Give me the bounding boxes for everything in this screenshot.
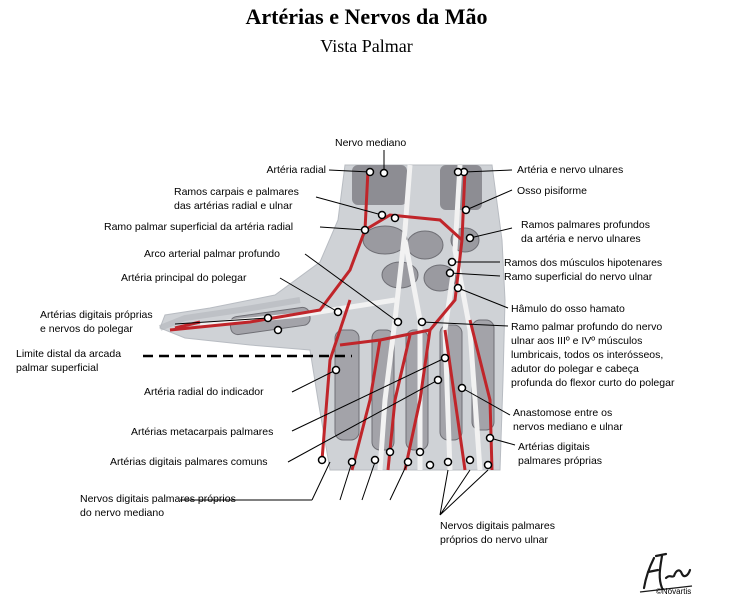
label-nervo-mediano: Nervo mediano xyxy=(335,137,407,149)
label-ramos-carpais-2: das artérias radial e ulnar xyxy=(174,200,293,212)
label-ramos-hipotenares: Ramos dos músculos hipotenares xyxy=(504,257,663,269)
label-digitais-polegar-1: Artérias digitais próprias xyxy=(40,309,153,321)
label-radial-indicador: Artéria radial do indicador xyxy=(144,386,264,398)
diagram-title: Artérias e Nervos da Mão xyxy=(245,4,488,29)
netter-signature-logo xyxy=(639,552,693,593)
label-nervos-ulnar-2: próprios do nervo ulnar xyxy=(440,534,548,546)
label-anastomose-1: Anastomose entre os xyxy=(513,407,613,419)
label-nervos-ulnar-1: Nervos digitais palmares xyxy=(440,520,555,532)
copyright-text: ©Novartis xyxy=(656,587,692,596)
label-nervos-mediano-1: Nervos digitais palmares próprios xyxy=(80,493,236,505)
label-osso-pisiforme: Osso pisiforme xyxy=(517,185,588,197)
label-digitais-proprias-2: palmares próprias xyxy=(518,455,603,467)
label-ramo-superficial: Ramo superficial do nervo ulnar xyxy=(504,271,653,283)
label-ramos-carpais-1: Ramos carpais e palmares xyxy=(174,186,299,198)
label-digitais-comuns: Artérias digitais palmares comuns xyxy=(110,456,268,468)
label-ramos-profundos-1: Ramos palmares profundos xyxy=(521,219,650,231)
label-digitais-proprias-1: Artérias digitais xyxy=(518,441,590,453)
label-anastomose-2: nervos mediano e ulnar xyxy=(513,421,623,433)
label-ramo-profundo-ulnar-2: ulnar aos IIIº e IVº músculos xyxy=(511,335,643,347)
label-ramo-profundo-ulnar-5: profunda do flexor curto do polegar xyxy=(511,377,675,389)
label-limite-1: Limite distal da arcada xyxy=(16,348,122,360)
label-ramo-profundo-ulnar-4: adutor do polegar e cabeça xyxy=(511,363,639,375)
label-ramo-profundo-ulnar-3: lumbricais, todos os interósseos, xyxy=(511,349,664,361)
label-arteria-nervo-ulnares: Artéria e nervo ulnares xyxy=(517,164,624,176)
marker-dots xyxy=(263,167,495,470)
label-hamulo: Hâmulo do osso hamato xyxy=(511,303,625,315)
label-arteria-radial: Artéria radial xyxy=(266,164,326,176)
label-metacarpais: Artérias metacarpais palmares xyxy=(131,426,274,438)
leader-lines xyxy=(174,150,516,516)
label-ramos-profundos-2: da artéria e nervo ulnares xyxy=(521,233,641,245)
arteries xyxy=(169,169,494,471)
label-ramo-palmar-superficial: Ramo palmar superficial da artéria radia… xyxy=(104,221,294,233)
label-principal-polegar: Artéria principal do polegar xyxy=(121,272,247,284)
label-nervos-mediano-2: do nervo mediano xyxy=(80,507,165,519)
label-digitais-polegar-2: e nervos do polegar xyxy=(40,323,133,335)
label-arco-profundo: Arco arterial palmar profundo xyxy=(144,248,280,260)
label-ramo-profundo-ulnar-1: Ramo palmar profundo do nervo xyxy=(511,321,663,333)
diagram-subtitle: Vista Palmar xyxy=(320,36,413,56)
label-limite-2: palmar superficial xyxy=(16,362,99,374)
